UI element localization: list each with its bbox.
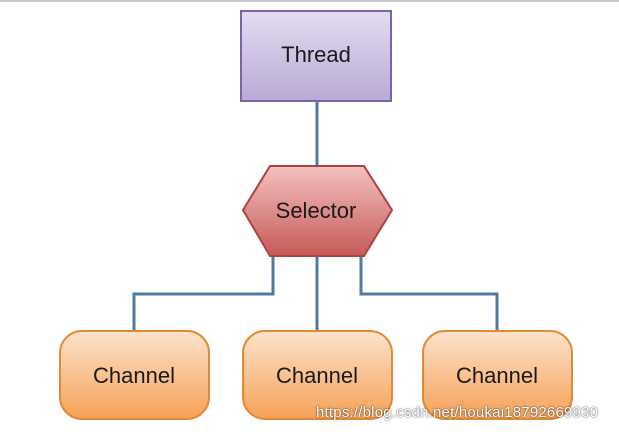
thread-node: Thread xyxy=(240,10,392,102)
thread-label: Thread xyxy=(281,42,351,67)
channel-node-left: Channel xyxy=(59,330,210,420)
watermark-text: https://blog.csdn.net/houkai18792669930 xyxy=(316,404,599,421)
channel-label-left: Channel xyxy=(93,363,175,388)
connectors xyxy=(132,101,499,331)
channel-node-middle: Channel xyxy=(242,330,393,420)
channel-label-middle: Channel xyxy=(276,363,358,388)
top-divider xyxy=(0,0,619,2)
channel-node-right: Channel xyxy=(422,330,573,420)
connector-selector-channel-right xyxy=(359,256,499,331)
selector-label: Selector xyxy=(276,198,357,223)
selector-node: Selector xyxy=(241,165,394,257)
channel-label-right: Channel xyxy=(456,363,538,388)
connector-selector-channel-left xyxy=(132,256,275,331)
